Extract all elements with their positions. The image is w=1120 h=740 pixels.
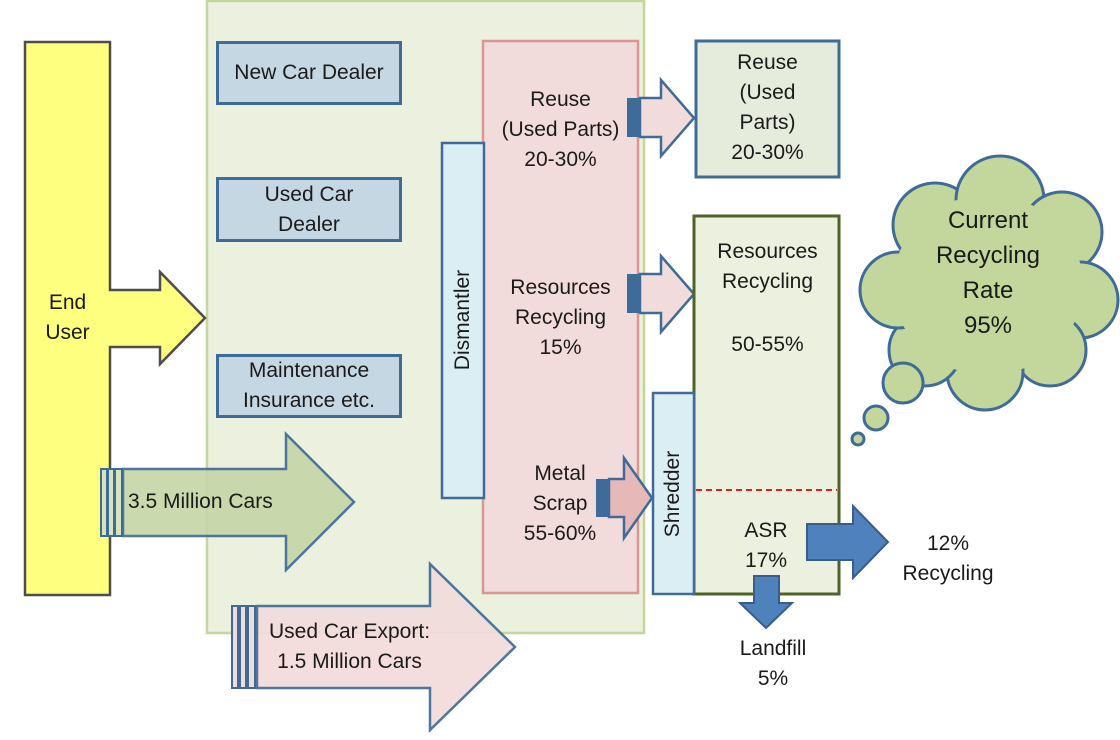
resources-output-label: Resources Recycling 15% bbox=[510, 276, 611, 359]
export-arrow-stripe bbox=[231, 605, 239, 689]
reuse-arrow-stub bbox=[627, 98, 640, 137]
dismantler-label: Dismantler bbox=[451, 269, 474, 371]
maintenance-label: Maintenance Insurance etc. bbox=[243, 359, 375, 412]
used-car-dealer-box: Used Car Dealer bbox=[216, 177, 402, 242]
maintenance-box: Maintenance Insurance etc. bbox=[216, 354, 402, 418]
reuse-arrow bbox=[638, 76, 696, 160]
asr-recycling-label: 12% Recycling bbox=[902, 532, 994, 585]
new-car-dealer-label: New Car Dealer bbox=[234, 61, 384, 84]
cloud-bubble bbox=[881, 361, 925, 405]
end-user-shape bbox=[23, 40, 207, 597]
metal-arrow bbox=[607, 454, 654, 542]
cars-flow-label: 3.5 Million Cars bbox=[128, 490, 273, 513]
asr-label: ASR 17% bbox=[744, 519, 788, 572]
metal-arrow-stub bbox=[596, 479, 609, 517]
cloud-bubble bbox=[850, 431, 866, 447]
export-arrow-stripe bbox=[247, 605, 256, 689]
export-arrow bbox=[255, 561, 517, 733]
resources-box-title: Resources Recycling bbox=[717, 240, 818, 293]
reuse-box-label: Reuse (Used Parts) 20-30% bbox=[731, 51, 804, 164]
landfill-arrow bbox=[737, 575, 795, 630]
cars-arrow-stripe bbox=[100, 468, 108, 537]
export-arrow-stripe bbox=[239, 605, 247, 689]
cloud-bubble bbox=[862, 404, 890, 432]
resources-box-value: 50-55% bbox=[731, 333, 804, 356]
cars-arrow-stripe bbox=[107, 468, 115, 537]
cars-arrow-stripe bbox=[114, 468, 123, 537]
dismantler-box bbox=[440, 141, 486, 500]
resources-arrow bbox=[638, 252, 696, 336]
shredder-box bbox=[651, 391, 696, 596]
reuse-box bbox=[694, 39, 841, 179]
used-car-dealer-label: Used Car Dealer bbox=[264, 182, 354, 236]
recycling-rate-label: Current Recycling Rate 95% bbox=[935, 207, 1041, 339]
landfill-label: Landfill 5% bbox=[739, 637, 807, 690]
metal-scrap-label: Metal Scrap 55-60% bbox=[523, 462, 597, 545]
export-flow-label: Used Car Export: 1.5 Million Cars bbox=[268, 620, 431, 673]
resources-arrow-stub bbox=[627, 274, 640, 313]
asr-recycling-arrow bbox=[806, 503, 890, 581]
shredder-label: Shredder bbox=[661, 450, 684, 538]
reuse-output-label: Reuse (Used Parts) 20-30% bbox=[501, 88, 620, 171]
end-user-label: End User bbox=[45, 291, 90, 344]
cars-arrow bbox=[121, 430, 356, 574]
new-car-dealer-box: New Car Dealer bbox=[216, 41, 402, 105]
recycling-rate-cloud-core bbox=[893, 195, 1083, 375]
